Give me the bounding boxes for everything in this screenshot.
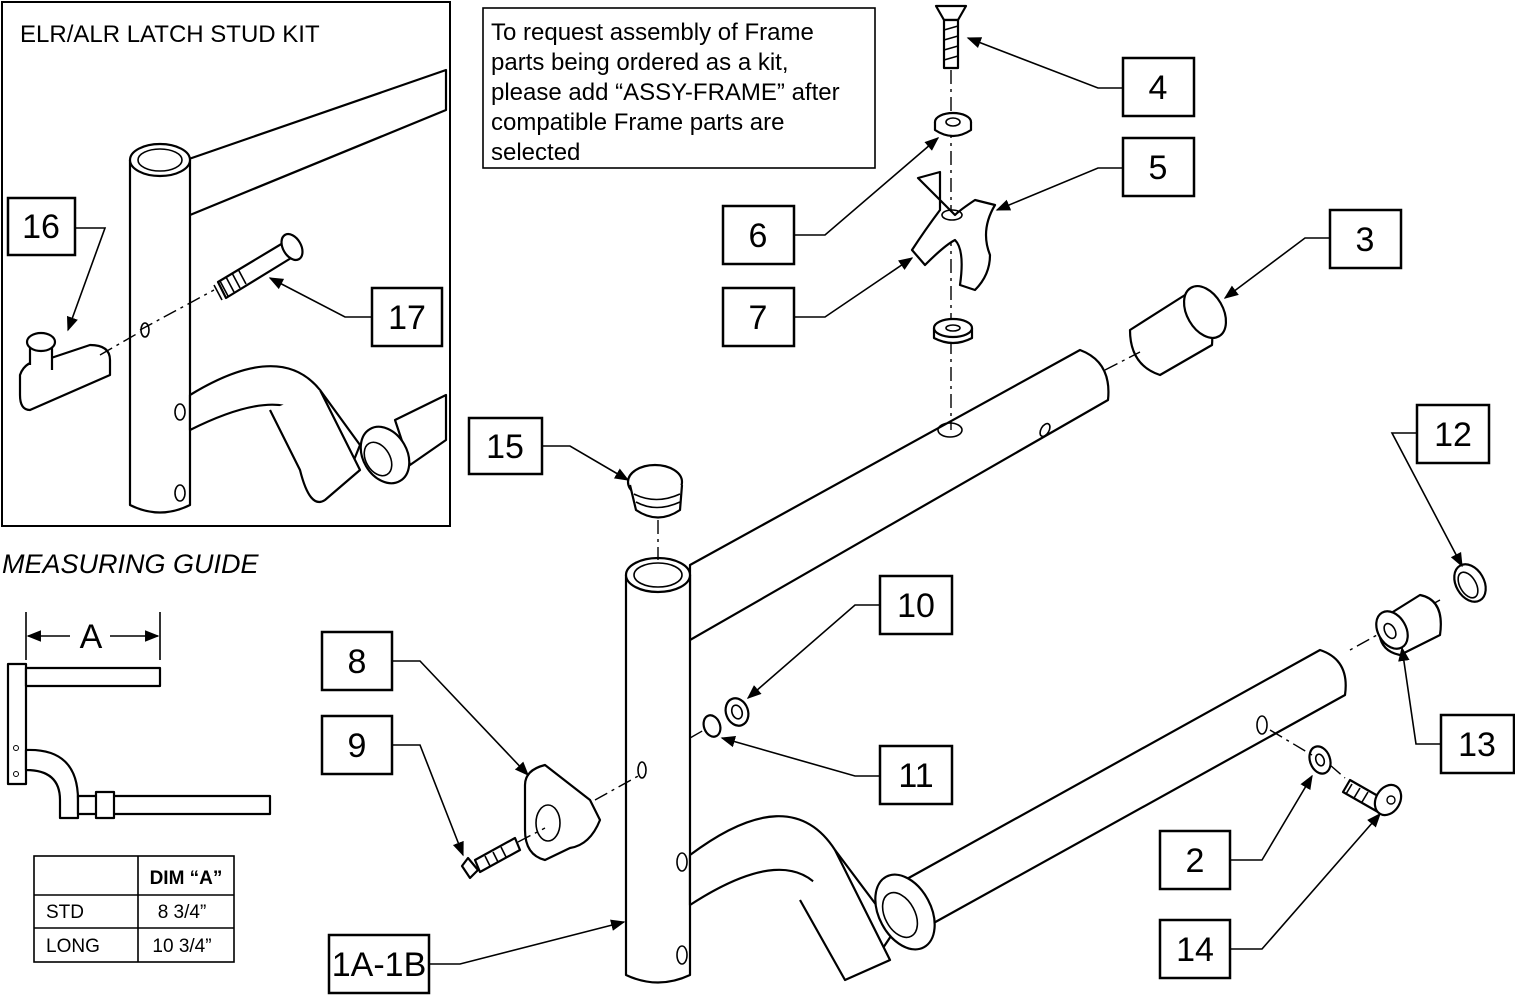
callout-2: 2	[1186, 842, 1205, 880]
callout-1a-1b: 1A-1B	[332, 946, 427, 984]
callout-box-3	[1328, 208, 1403, 270]
inset-panel: ELR/ALR LATCH STUD KIT 16	[1, 1, 451, 527]
callout-box-5	[1121, 136, 1196, 198]
callout-box-14	[1158, 918, 1232, 980]
callout-box-16	[6, 196, 77, 257]
dimension-table: DIM “A” STD 8 3/4” LONG 10 3/4”	[33, 855, 235, 963]
dimension-a-label: A	[80, 618, 103, 656]
callout-box-10	[878, 574, 954, 636]
measuring-guide: MEASURING GUIDE A DIM “A” STD 8 3/4” LON…	[2, 549, 272, 963]
callout-15: 15	[486, 428, 524, 466]
table-row-std-value: 8 3/4”	[158, 902, 207, 923]
exploded-view: 4 5 6 7 3 15 12 10 8	[320, 4, 1515, 995]
callout-5: 5	[1149, 149, 1168, 187]
callout-17: 17	[388, 299, 426, 337]
callout-16: 16	[22, 208, 60, 246]
callout-8: 8	[348, 643, 367, 681]
note-line-5: selected	[491, 139, 580, 166]
note-line-1: To request assembly of Frame	[491, 19, 814, 46]
callout-12: 12	[1434, 416, 1472, 454]
callout-box-17	[370, 286, 444, 348]
callout-box-7	[721, 286, 796, 348]
callout-box-11	[878, 744, 954, 806]
note-line-2: parts being ordered as a kit,	[491, 49, 789, 76]
callout-9: 9	[348, 727, 367, 765]
note-line-4: compatible Frame parts are	[491, 109, 784, 136]
measuring-guide-title: MEASURING GUIDE	[2, 549, 260, 579]
callout-13: 13	[1458, 726, 1496, 764]
callout-box-15	[467, 416, 544, 476]
callout-14: 14	[1176, 931, 1214, 969]
callout-box-4	[1121, 56, 1196, 118]
table-header-dim: DIM “A”	[150, 868, 223, 889]
table-row-long-label: LONG	[46, 936, 100, 957]
assembly-note: To request assembly of Frame parts being…	[482, 7, 876, 169]
callout-box-1a-1b	[327, 933, 431, 995]
callout-4: 4	[1149, 69, 1168, 107]
note-line-3: please add “ASSY-FRAME” after	[491, 79, 840, 106]
callout-3: 3	[1356, 221, 1375, 259]
callout-11: 11	[898, 757, 933, 795]
callout-box-8	[320, 630, 394, 692]
callout-10: 10	[897, 587, 935, 625]
callout-box-12	[1415, 403, 1491, 465]
callout-6: 6	[749, 217, 768, 255]
inset-title: ELR/ALR LATCH STUD KIT	[20, 21, 320, 48]
table-row-std-label: STD	[46, 902, 84, 923]
table-row-long-value: 10 3/4”	[152, 936, 211, 957]
callout-7: 7	[749, 299, 768, 337]
